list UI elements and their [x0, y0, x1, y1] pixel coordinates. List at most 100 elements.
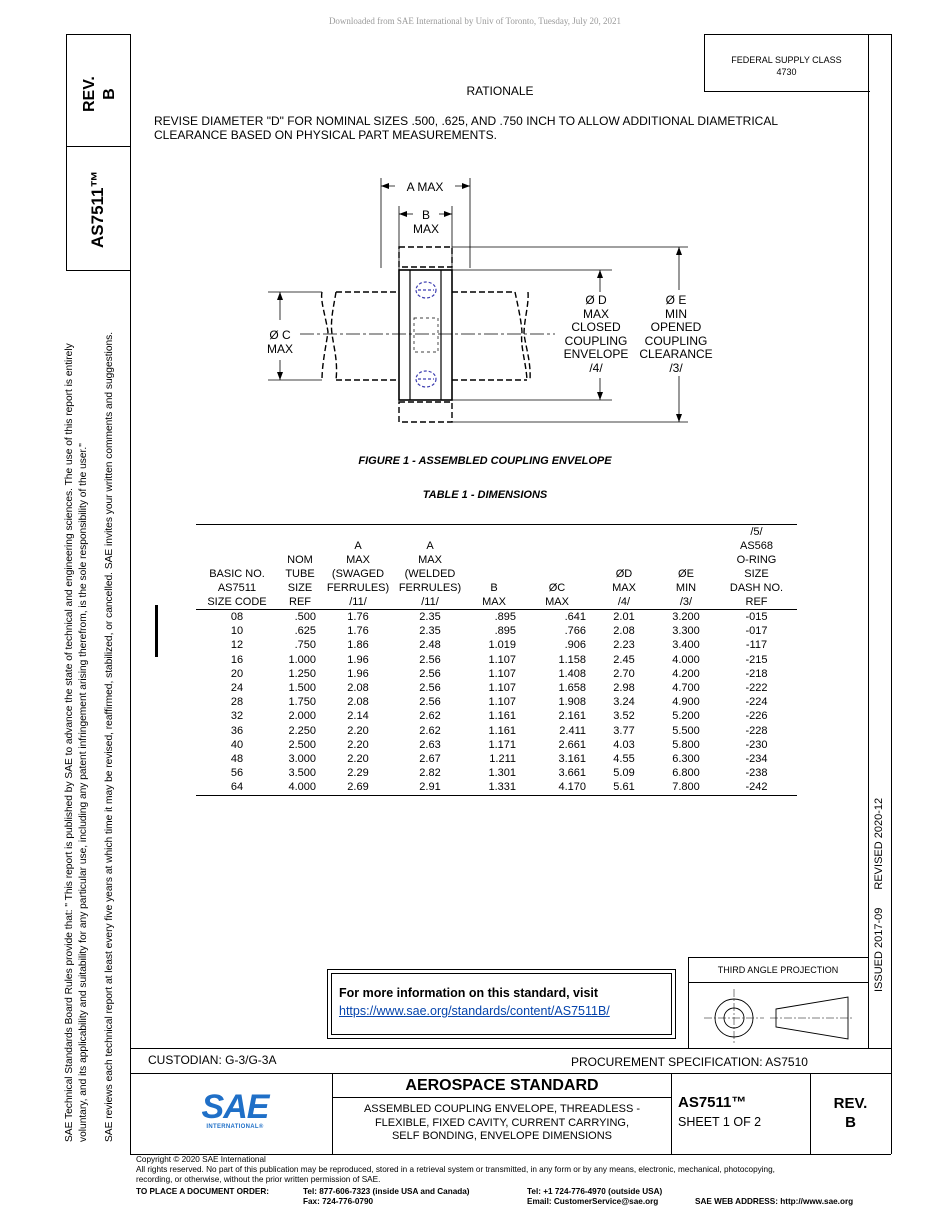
titleblock-doc-number: AS7511™: [678, 1094, 747, 1111]
info-link[interactable]: https://www.sae.org/standards/content/AS…: [339, 1004, 610, 1018]
rationale-text: REVISE DIAMETER "D" FOR NOMINAL SIZES .5…: [154, 114, 854, 142]
web-address: SAE WEB ADDRESS: http://www.sae.org: [695, 1197, 854, 1206]
label-c-max: MAX: [266, 342, 293, 356]
copyright: Copyright © 2020 SAE International: [136, 1155, 266, 1164]
label-e-line-5: CLEARANCE: [639, 347, 713, 362]
fsc-label: FEDERAL SUPPLY CLASS: [731, 55, 842, 65]
c-arrowhead-bottom: [277, 372, 283, 380]
federal-supply-class: FEDERAL SUPPLY CLASS 4730: [705, 54, 868, 78]
clip-top: [415, 281, 437, 299]
label-d-line-2: MAX: [582, 306, 609, 321]
label-e-line-1: Ø E: [665, 293, 687, 307]
projection-box-top: [688, 957, 868, 958]
projection-label: THIRD ANGLE PROJECTION: [717, 965, 839, 975]
frame-rev-divider: [66, 146, 130, 147]
e-arrowhead-top: [676, 247, 682, 255]
label-e-line-2: MIN: [665, 306, 687, 321]
sae-logo-sub: INTERNATIONAL®: [206, 1124, 264, 1130]
left-tube: [320, 291, 399, 381]
standard-underline: [332, 1097, 671, 1098]
title-line-2: FLEXIBLE, FIXED CAVITY, CURRENT CARRYING…: [374, 1116, 630, 1129]
a-arrowhead-left: [381, 183, 389, 189]
figure-caption: FIGURE 1 - ASSEMBLED COUPLING ENVELOPE: [358, 455, 612, 467]
label-d-line-1: Ø D: [585, 293, 607, 307]
titleblock-rev-divider: [810, 1073, 811, 1154]
table-caption: TABLE 1 - DIMENSIONS: [422, 489, 548, 501]
procurement-spec: PROCUREMENT SPECIFICATION: AS7510: [571, 1055, 808, 1069]
revised-date: REVISED 2020-12: [873, 797, 885, 890]
label-d-line-3: CLOSED: [571, 320, 621, 335]
label-d-line-5: ENVELOPE: [563, 347, 629, 362]
frame-right-inner: [868, 34, 869, 1048]
e-arrowhead-bottom: [676, 414, 682, 422]
footer: Copyright © 2020 SAE International All r…: [136, 1155, 896, 1185]
frame-right: [891, 34, 892, 1154]
issued-revised: ISSUED 2017-09REVISED 2020-12: [872, 798, 886, 992]
coupling-body: [398, 269, 453, 401]
label-e: Ø E MIN OPENED COUPLING CLEARANCE /3/: [636, 293, 716, 376]
rationale-line-1: REVISE DIAMETER "D" FOR NOMINAL SIZES .5…: [154, 114, 779, 128]
b-arrowhead-left: [399, 211, 407, 217]
label-d-line-6: /4/: [589, 360, 603, 375]
spring-clips: [415, 281, 437, 388]
fsc-value: 4730: [776, 67, 797, 77]
bottom-clearance: [398, 401, 453, 423]
titleblock-logo-divider: [332, 1073, 333, 1154]
titleblock-bottom: [130, 1154, 891, 1155]
label-b-max: MAX: [413, 222, 440, 236]
sae-logo: SAE INTERNATIONAL®: [200, 1090, 270, 1130]
tel-usa: Tel: 877-606-7323 (inside USA and Canada…: [303, 1187, 470, 1196]
label-e-line-4: COUPLING: [644, 333, 708, 348]
download-notice: Downloaded from SAE International by Uni…: [328, 16, 622, 26]
projection-box-left: [688, 957, 689, 1048]
info-box-inner: For more information on this standard, v…: [331, 973, 672, 1035]
document-title: ASSEMBLED COUPLING ENVELOPE, THREADLESS …: [333, 1103, 671, 1144]
info-text: For more information on this standard, v…: [339, 986, 599, 1000]
titleblock-rev: REV. B: [810, 1094, 891, 1132]
titleblock-title-divider: [671, 1073, 672, 1154]
aerospace-standard: AEROSPACE STANDARD: [405, 1077, 599, 1094]
rationale-title: RATIONALE: [466, 84, 534, 98]
frame-left-upper: [66, 34, 67, 270]
top-clearance: [398, 246, 453, 268]
a-arrowhead-right: [462, 183, 470, 189]
clip-bottom: [415, 370, 437, 388]
label-a-max: A MAX: [395, 180, 455, 194]
fsc-box-bottom: [704, 91, 870, 92]
label-b: B MAX: [413, 208, 439, 236]
titleblock-rev-letter: B: [845, 1114, 856, 1131]
projection-cone: [775, 996, 849, 1040]
rights-line-1: All rights reserved. No part of this pub…: [136, 1165, 775, 1174]
policy-text-2: voluntary, and its applicability and sui…: [78, 443, 89, 1142]
fsc-box-left: [704, 34, 705, 91]
frame-top-left: [66, 34, 130, 35]
title-line-1: ASSEMBLED COUPLING ENVELOPE, THREADLESS …: [363, 1103, 641, 1115]
change-bar: [155, 605, 158, 657]
order-label: TO PLACE A DOCUMENT ORDER:: [136, 1187, 269, 1196]
projection-box-divider: [688, 982, 868, 983]
coupling-figure: [268, 178, 688, 423]
label-d-line-4: COUPLING: [564, 333, 628, 348]
right-tube: [452, 291, 531, 381]
label-c: Ø C MAX: [262, 328, 298, 356]
sae-logo-mark: SAE: [201, 1088, 270, 1126]
